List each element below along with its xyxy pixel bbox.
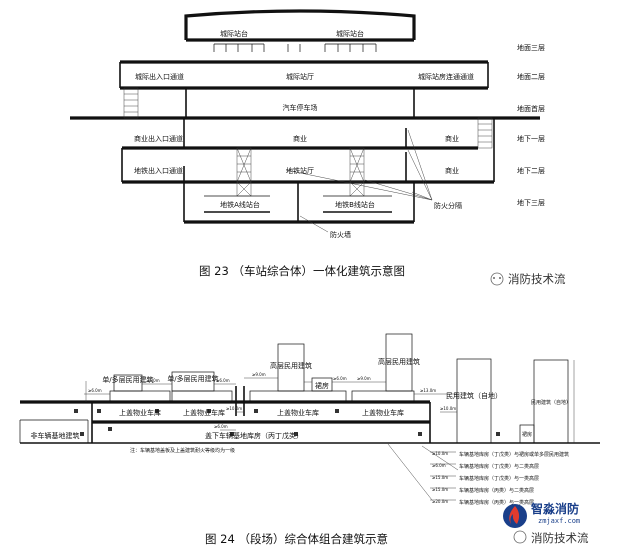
label-low-multi-2: 单/多层民用建筑 xyxy=(167,374,218,383)
logo-url: zmjaxf.com xyxy=(538,517,580,525)
label-commercial-b2: 商业 xyxy=(445,166,459,175)
brand-logo: 智淼消防 zmjaxf.com 消防技术流 xyxy=(503,501,589,545)
dim-2: ≥6.0m xyxy=(146,378,160,383)
label-fire-wall: 防火墙 xyxy=(330,230,351,239)
watermark-23: 消防技术流 xyxy=(490,272,566,286)
f24-note: 注：车辆基地盖板及上盖建筑耐火等级均为一级 xyxy=(130,447,235,454)
dim-4: ≥9.0m xyxy=(252,372,266,377)
floor-label-f2: 地面二层 xyxy=(517,72,545,81)
dim-6: ≥9.0m xyxy=(357,376,371,381)
label-podium-2: 裙房 xyxy=(522,431,532,438)
label-car-parking: 汽车停车场 xyxy=(283,103,318,112)
logo-title: 智淼消防 xyxy=(530,501,579,516)
watermark-23-text: 消防技术流 xyxy=(508,272,566,286)
bldg-civil-standalone-2 xyxy=(533,359,569,444)
bldg-low-multi xyxy=(113,374,143,392)
floor-label-f1: 地面首层 xyxy=(517,104,545,113)
stair-left-exterior xyxy=(123,87,139,119)
bldg-podium xyxy=(311,377,333,392)
label-fire-separation: 防火分隔 xyxy=(434,201,462,210)
logo-subtitle: 消防技术流 xyxy=(531,531,589,545)
stair-platform-right xyxy=(349,181,365,197)
legend-dim-0: ≥10.0m xyxy=(432,451,448,456)
legend-text-3: 车辆基地库房（丙类）与二类高层 xyxy=(459,487,534,494)
station-roof xyxy=(184,9,416,40)
legend-text-4: 车辆基地库房（丙类）与一类高层 xyxy=(459,499,534,506)
label-intercity-hall: 城际站厅 xyxy=(286,72,314,81)
floor-label-b2: 地下二层 xyxy=(517,166,545,175)
label-vehicle-base: 盖下车辆基地库房（丙丁戊类） xyxy=(205,431,303,440)
label-civil-standalone: 民用建筑（自地） xyxy=(446,391,502,400)
bldg-podium-2 xyxy=(519,424,535,444)
label-highrise-1: 高层民用建筑 xyxy=(270,361,312,370)
label-non-vehicle: 非车辆基地建筑 xyxy=(31,431,80,440)
label-commercial-center: 商业 xyxy=(293,134,307,143)
wechat-icon xyxy=(490,272,504,286)
bldg-highrise-1 xyxy=(277,343,305,392)
stair-right-exterior xyxy=(477,117,493,149)
label-intercity-platform-left: 城际站台 xyxy=(220,29,248,38)
garage-2 xyxy=(171,390,233,403)
dim-1: ≥6.0m xyxy=(88,388,102,393)
label-commercial-exit-passage: 商业出入口通道 xyxy=(134,134,183,143)
stair-metro-left xyxy=(236,147,252,183)
label-metro-exit-passage: 地铁出入口通道 xyxy=(134,166,183,175)
label-garage-3: 上盖物业车库 xyxy=(277,408,319,417)
bldg-civil-standalone xyxy=(456,358,492,444)
figure-24-caption: 图 24 （段场）综合体组合建筑示意 xyxy=(205,532,388,546)
label-garage-1: 上盖物业车库 xyxy=(119,408,161,417)
fire-separation-leaders xyxy=(285,129,433,233)
label-civil-standalone-2: 民用建筑（自地） xyxy=(531,399,571,406)
f24-dimension-lines xyxy=(84,360,575,501)
figure-23-section-diagram: 城际站台 城际站台 城际出入口通道 城际站厅 城际站房连通通道 汽车停车场 商业… xyxy=(70,9,566,286)
floor-label-b3: 地下三层 xyxy=(517,198,545,207)
label-garage-4: 上盖物业车库 xyxy=(362,408,404,417)
wechat-icon-2 xyxy=(513,530,527,544)
dim-3: ≥6.0m xyxy=(216,378,230,383)
bldg-highrise-2 xyxy=(385,333,413,392)
label-intercity-platform-right: 城际站台 xyxy=(336,29,364,38)
label-metro-b-platform: 地铁B线站台 xyxy=(335,200,375,209)
floor-label-b1: 地下一层 xyxy=(517,134,545,143)
dim-7: ≥13.0m xyxy=(420,388,436,393)
garage-4 xyxy=(351,390,415,403)
legend-text-2: 车辆基地库房（丁戊类）与一类高层 xyxy=(459,475,539,482)
stair-metro-right xyxy=(349,147,365,183)
dim-5: ≥6.0m xyxy=(333,376,347,381)
garage-1 xyxy=(109,390,171,403)
floor-label-f3: 地面三层 xyxy=(517,43,545,52)
label-intercity-link-passage: 城际站房连通通道 xyxy=(418,72,474,81)
label-low-multi: 单/多层民用建筑 xyxy=(102,375,153,384)
legend-dim-2: ≥15.0m xyxy=(432,475,448,480)
label-garage-2: 上盖物业车库 xyxy=(183,408,225,417)
dim-10: ≥6.0m xyxy=(214,424,228,429)
dim-9: ≥10.0m xyxy=(440,406,456,411)
label-podium: 裙房 xyxy=(315,381,329,390)
f24-door-marks xyxy=(74,409,500,436)
bldg-low-multi-2 xyxy=(171,371,215,392)
label-metro-hall: 地铁站厅 xyxy=(286,166,314,175)
figure-23-caption: 图 23 （车站综合体）一体化建筑示意图 xyxy=(199,264,405,278)
stair-platform-left xyxy=(236,181,252,197)
legend-dim-4: ≥20.0m xyxy=(432,499,448,504)
label-metro-a-platform: 地铁A线站台 xyxy=(220,200,260,209)
legend-dim-3: ≥15.0m xyxy=(432,487,448,492)
platform-columns xyxy=(213,44,377,52)
legend-text-1: 车辆基地库房（丁戊类）与二类高层 xyxy=(459,463,539,470)
figure-24-section-diagram: 单/多层民用建筑 单/多层民用建筑 高层民用建筑 裙房 高层民用建筑 民用建筑（… xyxy=(19,333,600,546)
legend-dim-1: ≥6.0m xyxy=(432,463,446,468)
label-commercial-right: 商业 xyxy=(445,134,459,143)
legend-text-0: 车辆基地库房（丁戊类）与裙房或单多层民用建筑 xyxy=(459,451,569,458)
f24-legend: ≥10.0m 车辆基地库房（丁戊类）与裙房或单多层民用建筑 ≥6.0m 车辆基地… xyxy=(432,451,569,506)
label-highrise-2: 高层民用建筑 xyxy=(378,357,420,366)
garage-3 xyxy=(249,390,347,403)
dim-8: ≥10.0m xyxy=(226,406,242,411)
label-intercity-exit-passage: 城际出入口通道 xyxy=(135,72,184,81)
